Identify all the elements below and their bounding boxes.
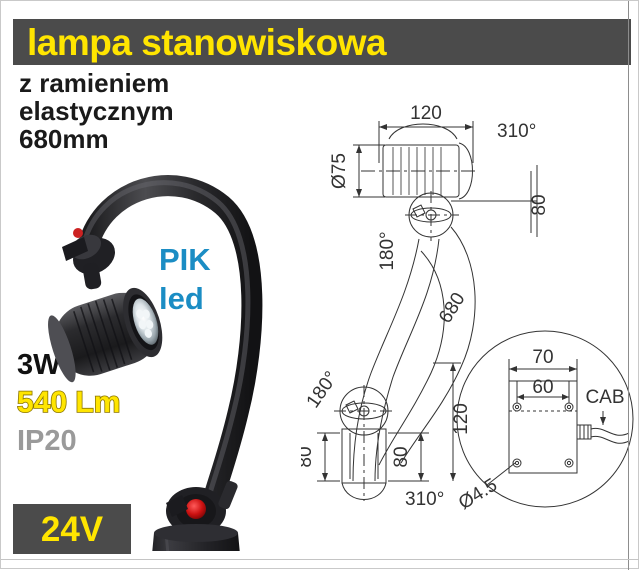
- drawing-detail-circle: 70 60 Ø4.5: [455, 330, 634, 515]
- spec-lumens: 540 Lm: [16, 385, 121, 420]
- dim-head-width: 120: [410, 103, 442, 124]
- lower-joint: [166, 480, 238, 535]
- dim-head-tilt: 180°: [377, 231, 398, 270]
- frame-bottom-rule: [1, 559, 639, 560]
- dim-head-rotation: 310°: [497, 121, 536, 142]
- dim-arm-length: 680: [435, 289, 470, 327]
- dim-base-tilt: 180°: [303, 368, 343, 412]
- spec-ingress: IP20: [17, 425, 77, 457]
- brand-sub: led: [159, 280, 204, 316]
- page-title: lampa stanowiskowa: [27, 21, 387, 63]
- brand-name: PIK: [159, 242, 211, 277]
- dim-base-width-left: 80: [301, 446, 316, 467]
- subtitle-line-3: 680mm: [19, 124, 109, 155]
- drawing-base: 180° 80 80 120: [301, 362, 472, 510]
- dim-head-offset: 80: [529, 194, 550, 215]
- product-title-banner: lampa stanowiskowa: [13, 19, 631, 65]
- lamp-base: [152, 524, 240, 551]
- technical-drawing: 120 Ø75 310°: [301, 81, 639, 551]
- dim-plate-width: 70: [532, 347, 553, 368]
- drawing-arm: 680: [352, 226, 476, 482]
- upper-joint: [62, 228, 116, 290]
- spec-voltage: 24V: [40, 509, 104, 549]
- dim-base-width-right: 80: [391, 446, 412, 467]
- dim-base-height: 120: [451, 403, 472, 435]
- dim-hole-spacing: 60: [532, 377, 553, 398]
- label-cable: CAB: [585, 387, 624, 408]
- lamp-head: [48, 287, 163, 383]
- dim-base-rotation: 310°: [405, 489, 444, 510]
- subtitle-line-1: z ramieniem: [19, 68, 170, 98]
- dim-head-diameter: Ø75: [329, 153, 350, 189]
- frame-right-rule: [628, 1, 629, 570]
- product-photo: [26, 151, 301, 551]
- spec-voltage-banner: 24V: [13, 504, 131, 554]
- spec-power: 3W: [17, 349, 61, 381]
- subtitle-line-2: elastycznym: [19, 96, 174, 127]
- brand-logo: PIK led: [159, 241, 211, 319]
- product-subtitle: z ramieniem elastycznym 680mm: [19, 69, 269, 153]
- dim-hole-diameter: Ø4.5: [455, 475, 501, 515]
- drawing-head: 120 Ø75 310°: [329, 103, 550, 271]
